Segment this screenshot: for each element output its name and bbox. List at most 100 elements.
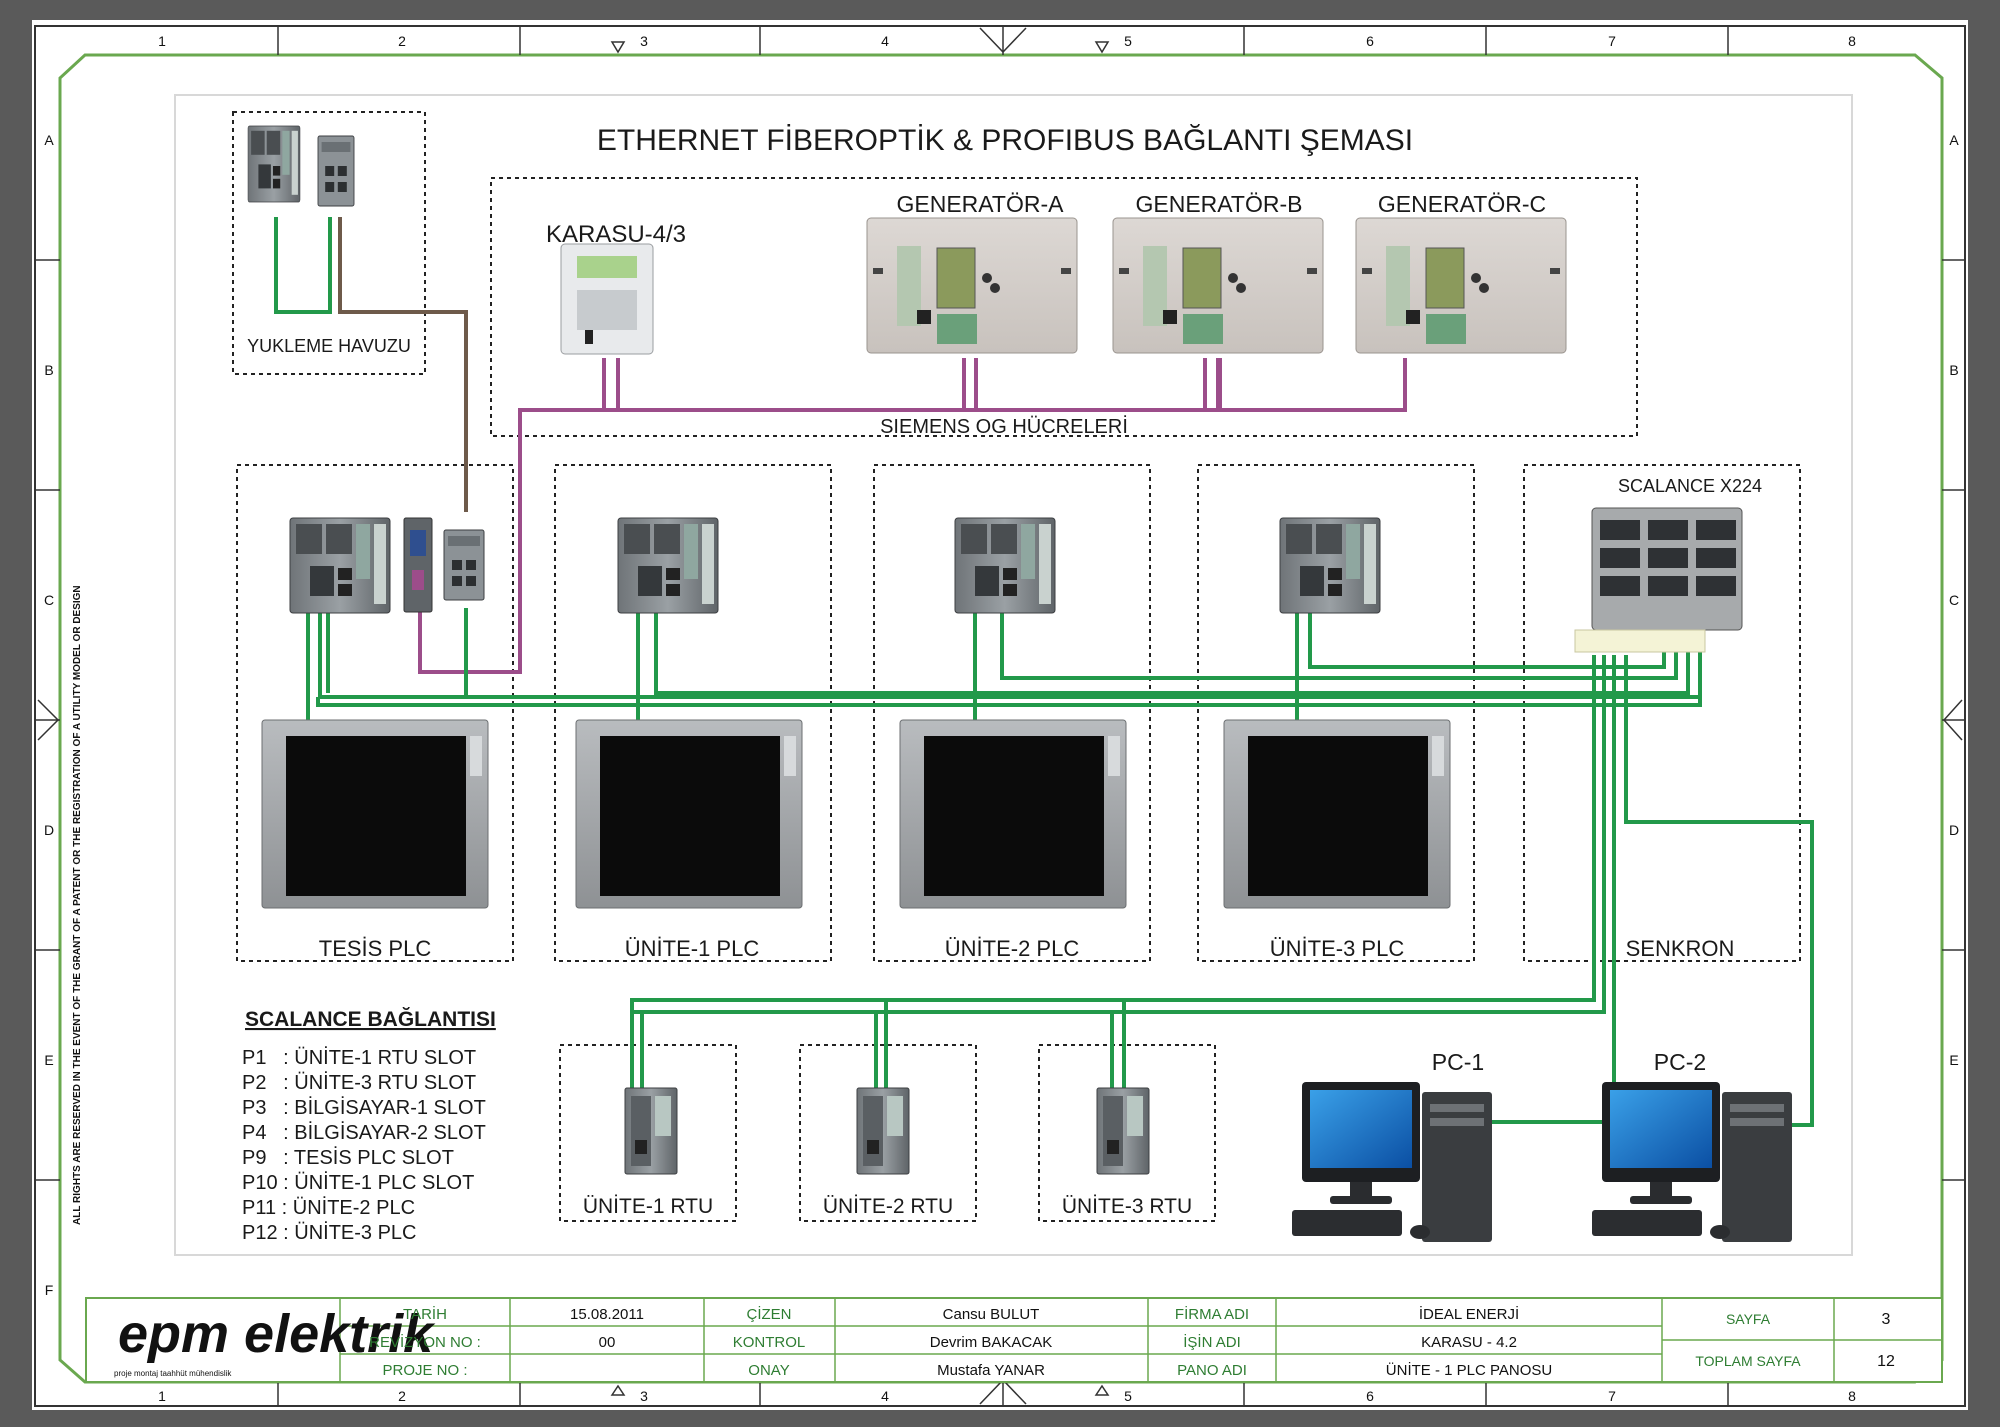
title-block-value: ÜNİTE - 1 PLC PANOSU [1386, 1361, 1552, 1379]
total-pages-number: 12 [1877, 1353, 1895, 1370]
page-label: SAYFA [1726, 1311, 1771, 1327]
column-label-7: 7 [1608, 33, 1616, 49]
title-block-value: Mustafa YANAR [937, 1362, 1045, 1379]
title-block-value: 15.08.2011 [570, 1306, 644, 1323]
legend-item: P11 : ÜNİTE-2 PLC [242, 1196, 415, 1219]
title-block-label: KONTROL [733, 1334, 806, 1351]
row-label-A: A [44, 132, 54, 148]
rtu2-device [856, 1087, 910, 1175]
unite3-plc-label: ÜNİTE-3 PLC [1270, 936, 1405, 961]
row-index-right: A B C D E [1949, 132, 1959, 1068]
unite3-plc-box [1197, 464, 1475, 962]
senkron-label: SENKRON [1626, 936, 1735, 961]
unite1-hmi-panel [575, 719, 803, 909]
legend-title: SCALANCE BAĞLANTISI [245, 1007, 496, 1031]
company-logo-subtitle: proje montaj taahhüt mühendislik [114, 1369, 232, 1378]
legend-item: P4 : BİLGİSAYAR-2 SLOT [242, 1121, 486, 1144]
column-label-1: 1 [158, 33, 166, 49]
row-label-right-D: D [1949, 822, 1959, 838]
yukleme-havuzu-box [232, 111, 426, 375]
row-label-right-E: E [1949, 1052, 1958, 1068]
legend-item: P3 : BİLGİSAYAR-1 SLOT [242, 1096, 486, 1119]
page-number: 3 [1882, 1311, 1891, 1328]
column-label-bottom-5: 5 [1124, 1388, 1132, 1404]
title-block-label: ONAY [748, 1362, 789, 1379]
generator-a-label: GENERATÖR-A [897, 191, 1065, 217]
unite3-plc-cpu [1279, 517, 1381, 614]
generator-b-label: GENERATÖR-B [1136, 191, 1303, 217]
column-label-bottom-3: 3 [640, 1388, 648, 1404]
dashed-enclosures [232, 111, 1801, 1222]
generator-c-relay [1355, 217, 1567, 354]
siemens-og-box [490, 177, 1638, 437]
column-label-bottom-4: 4 [881, 1388, 889, 1404]
unite1-plc-cpu [617, 517, 719, 614]
pc2-computer [1592, 1082, 1792, 1242]
legend-item: P9 : TESİS PLC SLOT [242, 1146, 454, 1169]
column-label-bottom-7: 7 [1608, 1388, 1616, 1404]
rtu1-label: ÜNİTE-1 RTU [583, 1195, 713, 1218]
column-label-3: 3 [640, 33, 648, 49]
title-block-label: PROJE NO : [382, 1362, 467, 1379]
row-label-right-A: A [1949, 132, 1959, 148]
tesis-switch [443, 529, 485, 601]
column-label-bottom-2: 2 [398, 1388, 406, 1404]
pc1-label: PC-1 [1432, 1049, 1484, 1075]
title-block-label: ÇİZEN [747, 1305, 792, 1323]
unite2-plc-label: ÜNİTE-2 PLC [945, 936, 1080, 961]
row-label-C: C [44, 592, 54, 608]
row-label-E: E [44, 1052, 53, 1068]
column-label-6: 6 [1366, 33, 1374, 49]
tesis-hmi-panel [261, 719, 489, 909]
company-logo: epm elektrik [118, 1304, 436, 1364]
generator-b-relay [1112, 217, 1324, 354]
ethernet-cables [274, 217, 1814, 1127]
pc1-computer [1292, 1082, 1492, 1242]
copper-cable [338, 217, 468, 512]
title-block-label: PANO ADI [1177, 1362, 1247, 1379]
tesis-plc-box [236, 464, 514, 962]
rtu1-box [559, 1044, 737, 1222]
legend-item: P2 : ÜNİTE-3 RTU SLOT [242, 1071, 476, 1094]
title-block-value: 00 [599, 1334, 616, 1351]
senkron-box [1523, 464, 1801, 962]
legend-item: P12 : ÜNİTE-3 PLC [242, 1221, 417, 1244]
row-label-right-C: C [1949, 592, 1959, 608]
unite3-hmi-panel [1223, 719, 1451, 909]
title-block-value: Devrim BAKACAK [930, 1334, 1053, 1351]
frame-ticks [35, 26, 1965, 1406]
unite2-hmi-panel [899, 719, 1127, 909]
outer-frame [34, 25, 1966, 1407]
title-block-value: KARASU - 4.2 [1421, 1334, 1517, 1351]
scalance-label: SCALANCE X224 [1618, 476, 1762, 496]
column-label-8: 8 [1848, 33, 1856, 49]
column-label-bottom-6: 6 [1366, 1388, 1374, 1404]
rights-reserved-note: ALL RIGHTS ARE RESERVED IN THE EVENT OF … [72, 585, 83, 1225]
rtu1-device [624, 1087, 678, 1175]
column-label-2: 2 [398, 33, 406, 49]
column-label-bottom-8: 8 [1848, 1388, 1856, 1404]
column-label-4: 4 [881, 33, 889, 49]
title-block-label: FİRMA ADI [1175, 1305, 1249, 1323]
row-label-B: B [44, 362, 53, 378]
column-index-top: 1 2 3 4 5 6 7 8 [158, 33, 1856, 49]
generator-c-label: GENERATÖR-C [1378, 191, 1546, 217]
rtu3-device [1096, 1087, 1150, 1175]
centering-marks [37, 27, 1963, 1405]
row-index-left: A B C D E F [44, 132, 54, 1298]
tesis-profibus-module [403, 517, 433, 613]
unite2-plc-cpu [954, 517, 1056, 614]
title-block-label: İŞİN ADI [1183, 1333, 1241, 1351]
row-label-D: D [44, 822, 54, 838]
column-label-5: 5 [1124, 33, 1132, 49]
generator-a-relay [866, 217, 1078, 354]
row-label-F: F [45, 1282, 54, 1298]
row-label-right-B: B [1949, 362, 1958, 378]
legend-item: P1 : ÜNİTE-1 RTU SLOT [242, 1046, 476, 1069]
tesis-plc-cpu [289, 517, 391, 614]
title-block-label: REVİZYON NO : [369, 1333, 481, 1351]
pc2-label: PC-2 [1654, 1049, 1706, 1075]
title-block-label: TARİH [403, 1305, 447, 1323]
